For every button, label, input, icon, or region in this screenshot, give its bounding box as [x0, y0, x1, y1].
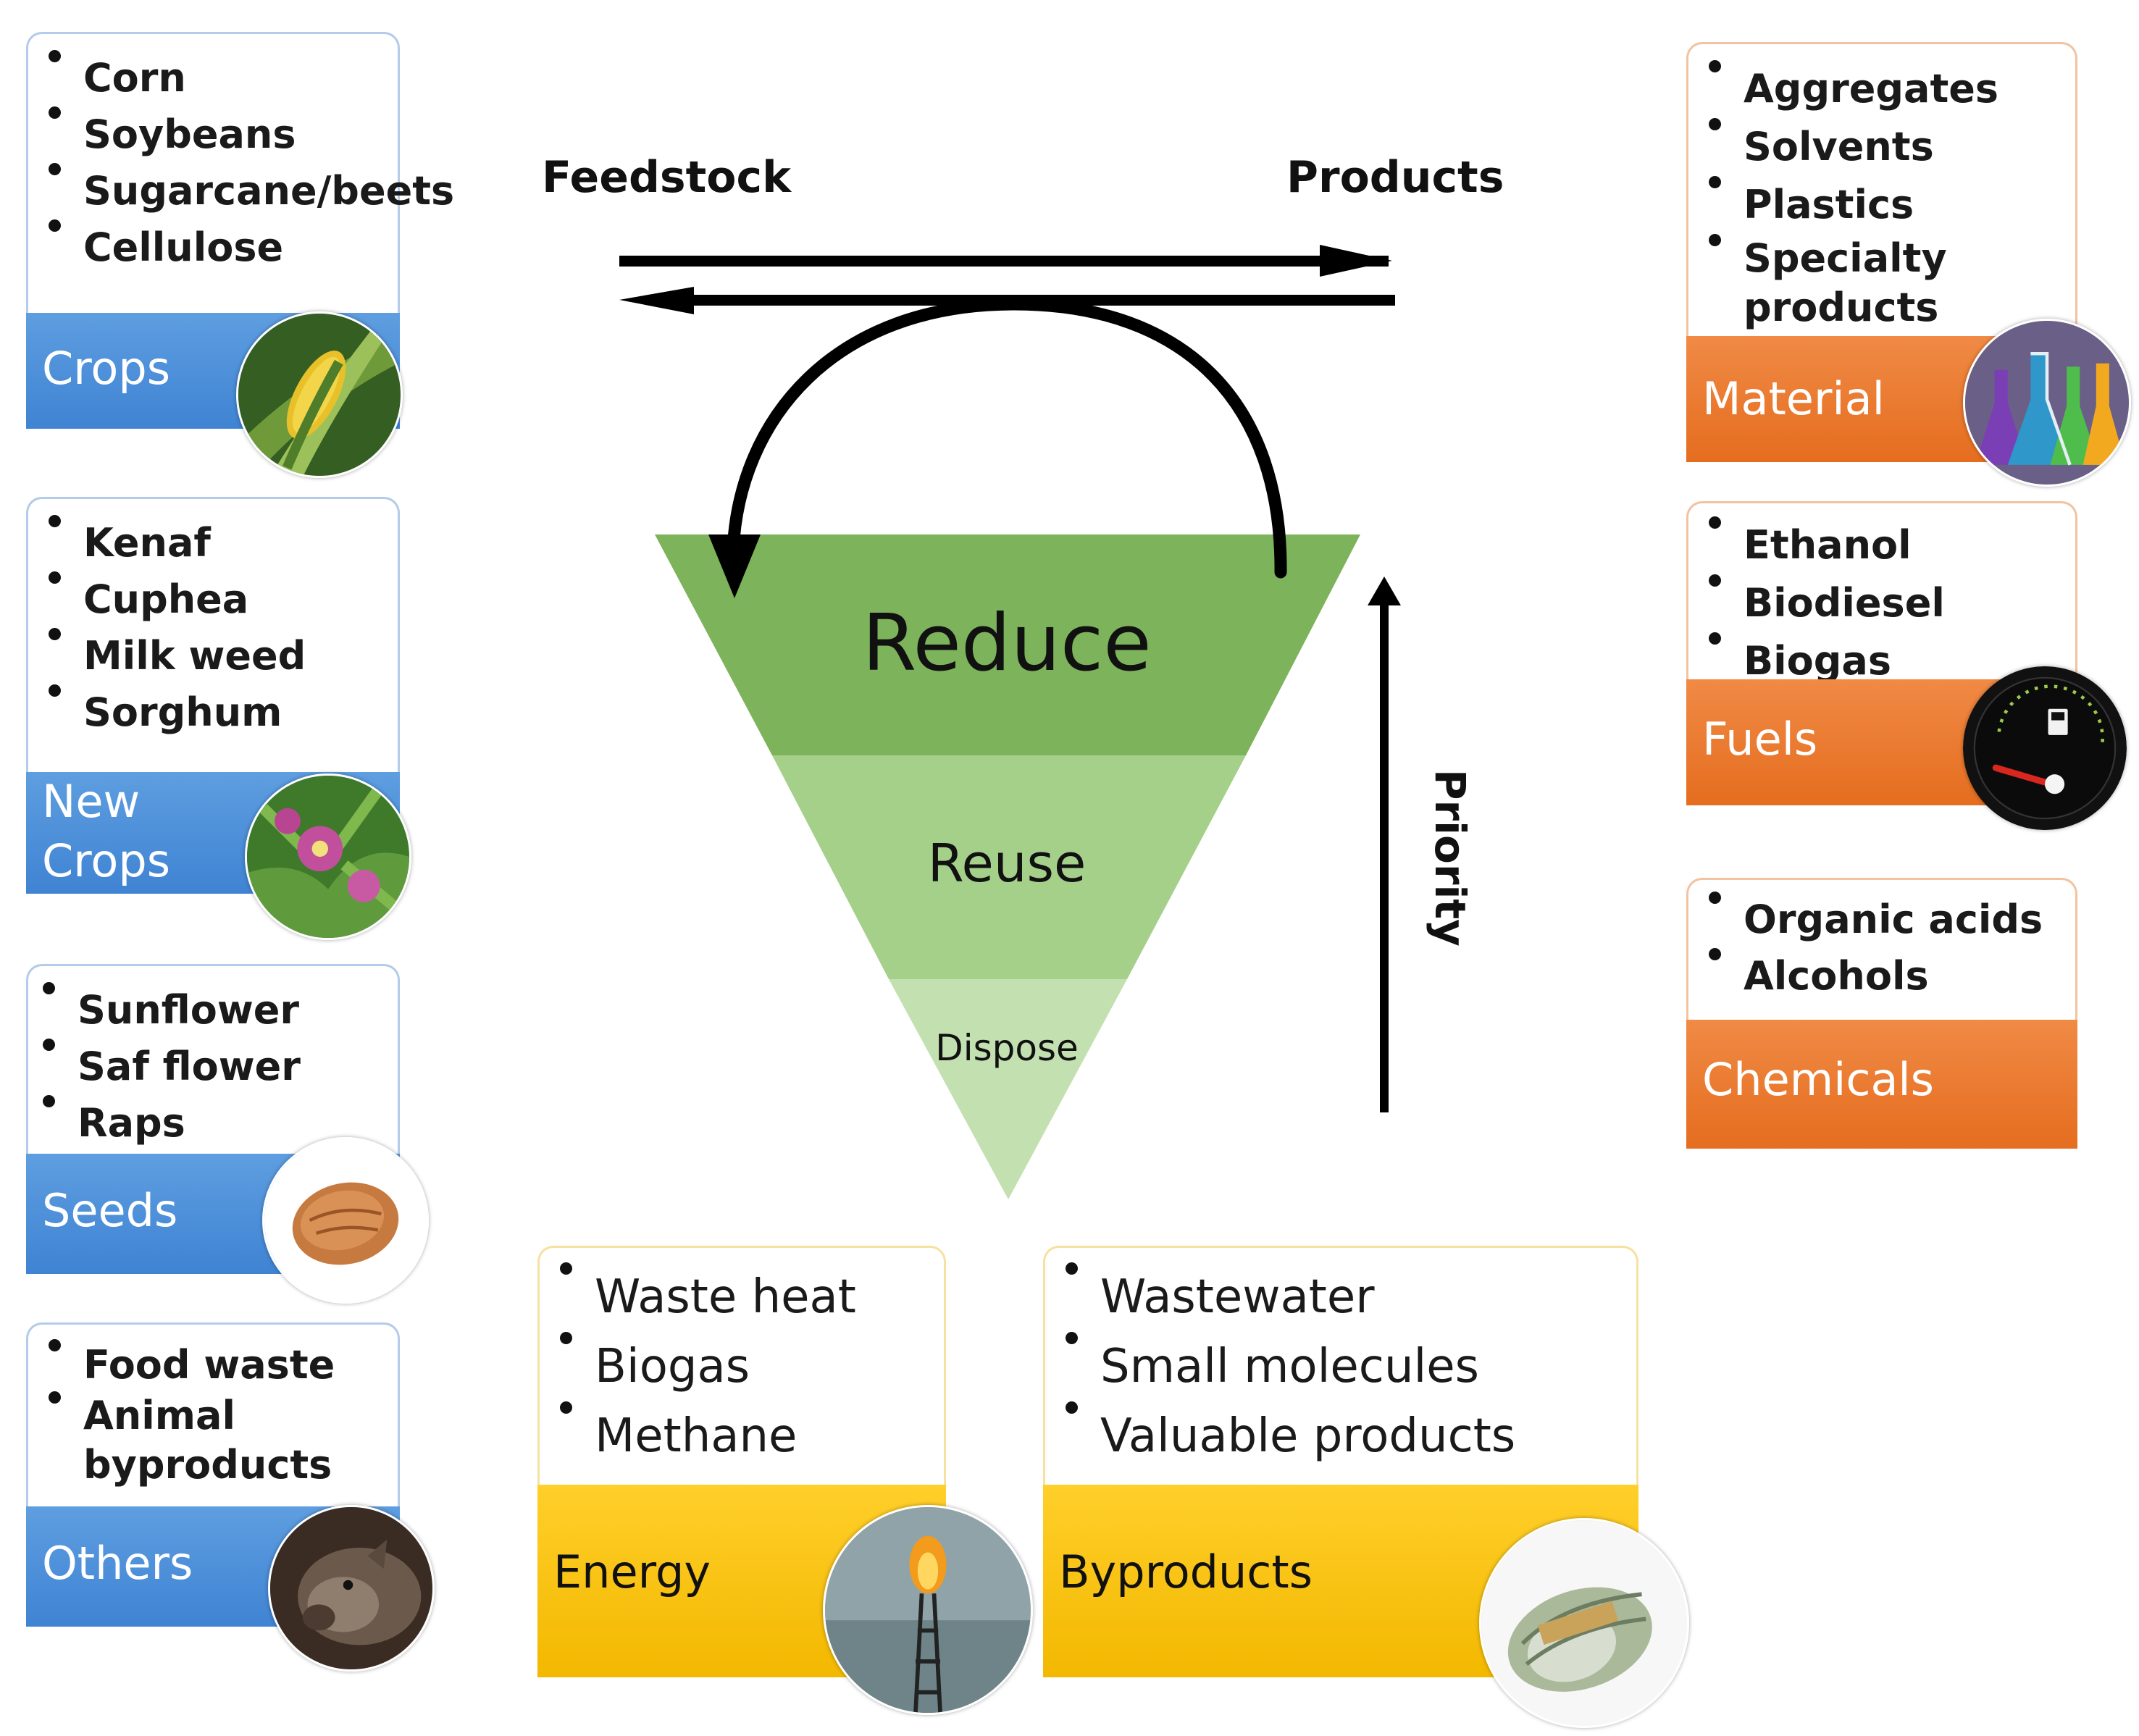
- crops-card: Corn Soybeans Sugarcane/beets Cellulose …: [26, 32, 454, 429]
- fuel-gauge-icon: [1963, 666, 2127, 830]
- list-item: Saf flower: [40, 1039, 398, 1095]
- material-list: Aggregates Solvents Plastics Specialty p…: [1688, 44, 2075, 332]
- list-item: Kenaf: [46, 515, 398, 571]
- reduce-label: Reduce: [862, 598, 1152, 689]
- list-item: Ethanol: [1706, 516, 2075, 574]
- list-item: Raps: [40, 1095, 398, 1152]
- crops-label: Crops: [42, 342, 171, 395]
- boar-photo: [268, 1505, 435, 1672]
- recycle-arrow: [708, 298, 1287, 598]
- byproducts-label: Byproducts: [1059, 1546, 1313, 1598]
- list-item: Sorghum: [46, 684, 398, 741]
- reduce-tier: [655, 534, 1360, 755]
- feedstock-label: Feedstock: [542, 152, 791, 203]
- energy-list: Waste heat Biogas Methane: [540, 1248, 944, 1471]
- list-item: Soybeans: [46, 106, 398, 163]
- reuse-label: Reuse: [927, 833, 1087, 894]
- others-list: Food waste Animal byproducts: [28, 1325, 398, 1490]
- list-item: Food waste: [46, 1339, 398, 1391]
- list-item: Corn: [46, 50, 398, 106]
- others-label: Others: [42, 1537, 193, 1590]
- products-label: Products: [1286, 152, 1504, 203]
- dispose-label: Dispose: [935, 1027, 1079, 1069]
- chemicals-label: Chemicals: [1702, 1053, 1934, 1106]
- list-item: Cellulose: [46, 219, 398, 276]
- crops-list: Corn Soybeans Sugarcane/beets Cellulose: [28, 34, 454, 276]
- list-item: Plastics: [1706, 176, 2075, 234]
- flower-photo: [245, 773, 411, 940]
- energy-label: Energy: [553, 1546, 711, 1598]
- list-item: Milk weed: [46, 628, 398, 684]
- material-card: Aggregates Solvents Plastics Specialty p…: [1686, 42, 2077, 462]
- seed-photo: [262, 1137, 429, 1304]
- money-photo: [1479, 1518, 1689, 1728]
- list-item: Biogas: [1706, 632, 2075, 690]
- chemicals-list: Organic acids Alcohols: [1688, 880, 2075, 1005]
- seeds-label: Seeds: [42, 1184, 178, 1237]
- material-label: Material: [1702, 372, 1885, 425]
- priority-arrow: [1368, 576, 1401, 1112]
- chemicals-card: Organic acids Alcohols Chemicals: [1686, 878, 2077, 1149]
- flasks-photo: [1963, 319, 2131, 487]
- list-item: Alcohols: [1706, 948, 2075, 1005]
- new-crops-list: Kenaf Cuphea Milk weed Sorghum: [28, 499, 398, 741]
- priority-label: Priority: [1426, 769, 1475, 947]
- dispose-tier: [889, 979, 1127, 1199]
- list-item: Biogas: [557, 1332, 944, 1401]
- reuse-tier: [772, 755, 1246, 979]
- list-item: Organic acids: [1706, 892, 2075, 948]
- list-item: Waste heat: [557, 1262, 944, 1332]
- list-item: Cuphea: [46, 571, 398, 628]
- new-crops-label: New Crops: [42, 775, 171, 887]
- seeds-list: Sunflower Saf flower Raps: [28, 966, 398, 1152]
- list-item: Sunflower: [40, 982, 398, 1039]
- list-item: Animal byproducts: [46, 1391, 332, 1490]
- list-item: Small molecules: [1063, 1332, 1636, 1401]
- list-item: Solvents: [1706, 118, 2075, 176]
- byproducts-list: Wastewater Small molecules Valuable prod…: [1045, 1248, 1636, 1471]
- fuels-list: Ethanol Biodiesel Biogas: [1688, 503, 2075, 690]
- list-item: Biodiesel: [1706, 574, 2075, 632]
- fuels-label: Fuels: [1702, 713, 1818, 766]
- list-item: Methane: [557, 1401, 944, 1471]
- list-item: Specialty products: [1706, 234, 1947, 332]
- feedstock-arrow: [619, 245, 1392, 277]
- list-item: Wastewater: [1063, 1262, 1636, 1332]
- list-item: Aggregates: [1706, 60, 2075, 118]
- list-item: Sugarcane/beets: [46, 163, 454, 219]
- list-item: Valuable products: [1063, 1401, 1636, 1471]
- corn-photo: [236, 311, 403, 478]
